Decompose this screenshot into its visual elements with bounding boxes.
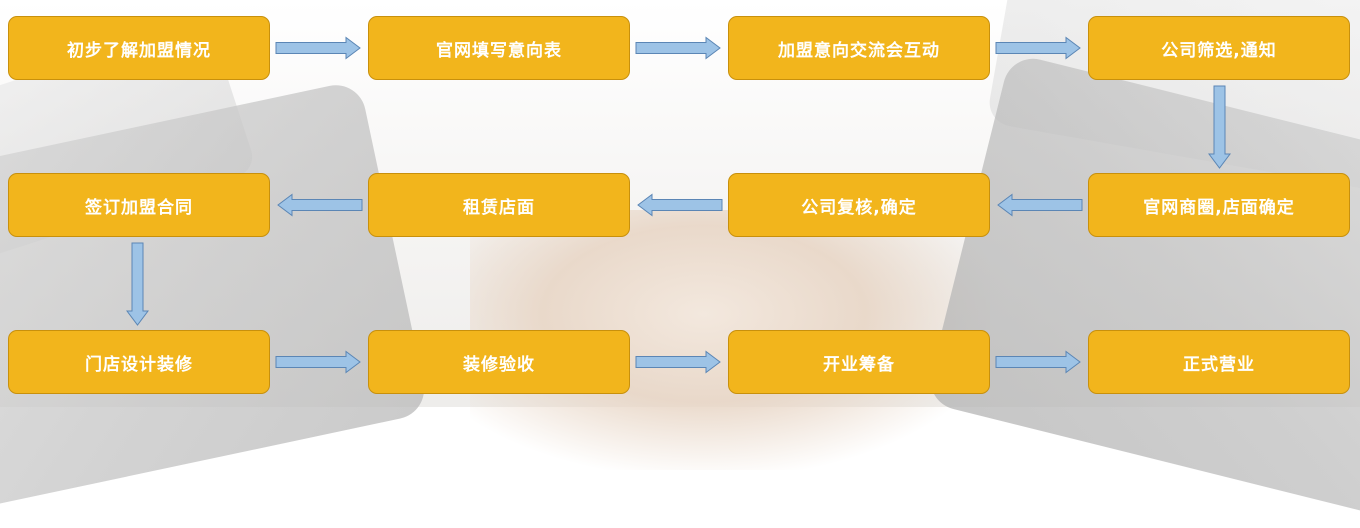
arrow-right [275, 36, 361, 60]
arrow-right [635, 36, 721, 60]
step-label: 加盟意向交流会互动 [778, 40, 940, 61]
step-7-node: 租赁店面 [368, 173, 630, 237]
arrow-left [277, 193, 363, 217]
arrow-right [995, 350, 1081, 374]
step-5-node: 官网商圈,店面确定 [1088, 173, 1350, 237]
step-10-node: 装修验收 [368, 330, 630, 394]
step-label: 装修验收 [463, 354, 535, 375]
step-6-node: 公司复核,确定 [728, 173, 990, 237]
step-label: 签订加盟合同 [85, 197, 193, 218]
step-3-node: 加盟意向交流会互动 [728, 16, 990, 80]
arrow-down [126, 242, 149, 326]
step-label: 公司复核,确定 [801, 197, 917, 218]
step-label: 初步了解加盟情况 [67, 40, 211, 61]
arrow-left [637, 193, 723, 217]
arrow-right [995, 36, 1081, 60]
arrow-right [275, 350, 361, 374]
step-label: 官网填写意向表 [436, 40, 562, 61]
step-8-node: 签订加盟合同 [8, 173, 270, 237]
step-label: 公司筛选,通知 [1161, 40, 1277, 61]
arrow-left [997, 193, 1083, 217]
step-label: 开业筹备 [823, 354, 895, 375]
step-2-node: 官网填写意向表 [368, 16, 630, 80]
step-11-node: 开业筹备 [728, 330, 990, 394]
step-label: 租赁店面 [463, 197, 535, 218]
arrow-right [635, 350, 721, 374]
arrow-down [1208, 85, 1231, 169]
step-4-node: 公司筛选,通知 [1088, 16, 1350, 80]
step-12-node: 正式营业 [1088, 330, 1350, 394]
step-label: 正式营业 [1183, 354, 1255, 375]
step-9-node: 门店设计装修 [8, 330, 270, 394]
flow-arrows [126, 36, 1231, 374]
step-label: 官网商圈,店面确定 [1143, 197, 1295, 218]
step-1-node: 初步了解加盟情况 [8, 16, 270, 80]
step-label: 门店设计装修 [85, 354, 193, 375]
